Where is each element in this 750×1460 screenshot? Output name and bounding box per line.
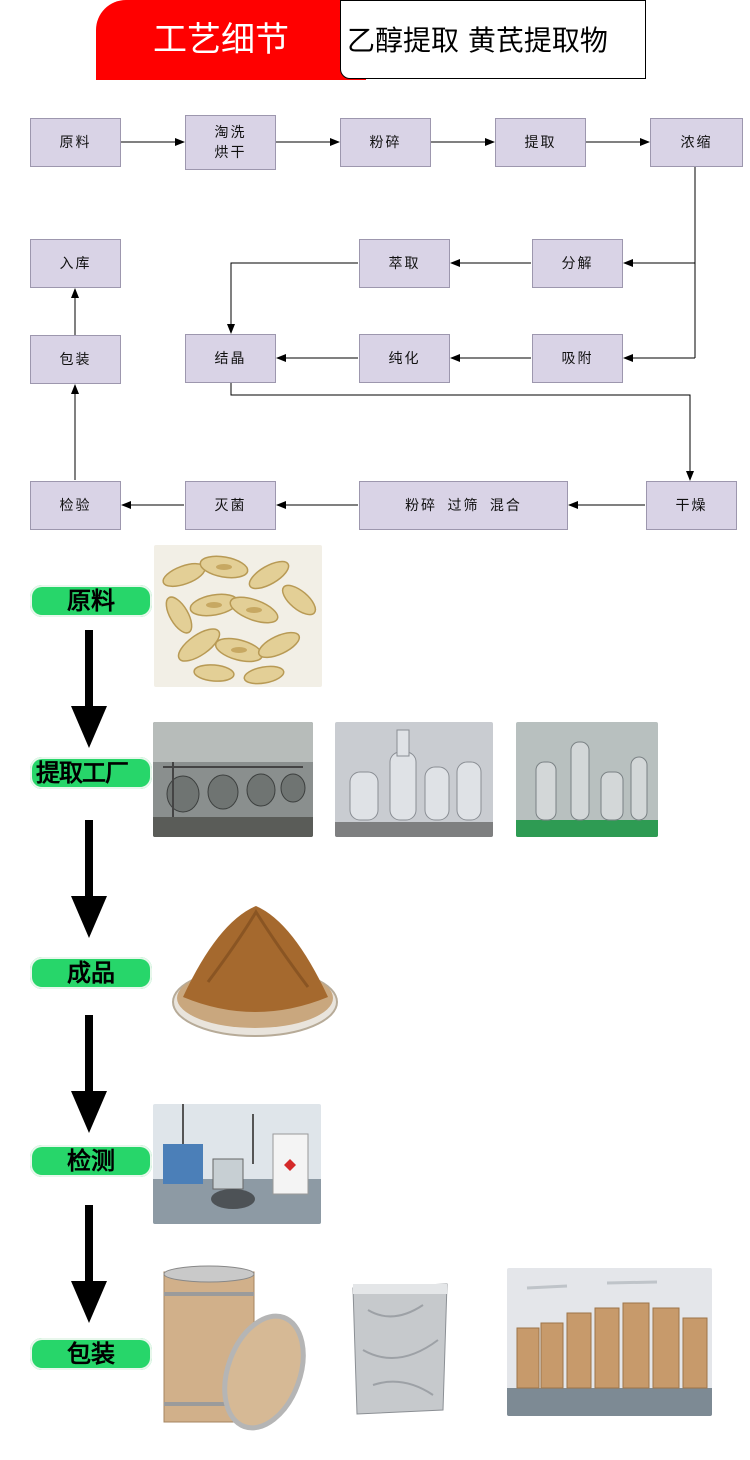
flowchart-connectors — [71, 138, 696, 509]
product-photo — [168, 902, 343, 1042]
node-wash-dry: 淘洗 烘干 — [185, 115, 276, 170]
header-tag: 工艺细节 — [96, 0, 366, 80]
stage-packaging: 包装 — [30, 1338, 152, 1370]
node-extract: 提取 — [495, 118, 586, 167]
node-raw: 原料 — [30, 118, 121, 167]
header-title-box: 乙醇提取 黄芪提取物 — [340, 0, 646, 79]
raw-material-photo — [154, 545, 322, 687]
node-adsorb: 吸附 — [532, 334, 623, 383]
node-decompose: 分解 — [532, 239, 623, 288]
down-arrow-3 — [71, 1015, 107, 1133]
node-solvent-extract: 萃取 — [359, 239, 450, 288]
down-arrow-1 — [71, 630, 107, 748]
node-crystallize: 结晶 — [185, 334, 276, 383]
node-crush-sieve-mix: 粉碎 过筛 混合 — [359, 481, 568, 530]
node-purify: 纯化 — [359, 334, 450, 383]
arrow-crystallize-dry — [230, 383, 694, 481]
factory-photo-2 — [335, 722, 493, 837]
node-package: 包装 — [30, 335, 121, 384]
header-title: 乙醇提取 黄芪提取物 — [347, 24, 608, 57]
node-crush: 粉碎 — [340, 118, 431, 167]
arrow-solvent-crystallize — [227, 262, 358, 334]
down-arrow-2 — [71, 820, 107, 938]
stage-product: 成品 — [30, 957, 152, 989]
packaging-photo-foil-bag — [343, 1280, 457, 1415]
testing-photo — [153, 1104, 321, 1224]
node-sterilize: 灭菌 — [185, 481, 276, 530]
factory-photo-3 — [516, 722, 658, 837]
node-concentrate: 浓缩 — [650, 118, 743, 167]
stage-factory: 提取工厂 — [30, 757, 152, 789]
node-store: 入库 — [30, 239, 121, 288]
header-tag-label: 工艺细节 — [153, 20, 289, 60]
packaging-photo-drum — [154, 1262, 314, 1434]
down-arrow-4 — [71, 1205, 107, 1323]
packaging-photo-warehouse — [507, 1268, 712, 1416]
stage-testing: 检测 — [30, 1145, 152, 1177]
stage-raw-material: 原料 — [30, 585, 152, 617]
node-dry: 干燥 — [646, 481, 737, 530]
node-inspect: 检验 — [30, 481, 121, 530]
factory-photo-1 — [153, 722, 313, 837]
